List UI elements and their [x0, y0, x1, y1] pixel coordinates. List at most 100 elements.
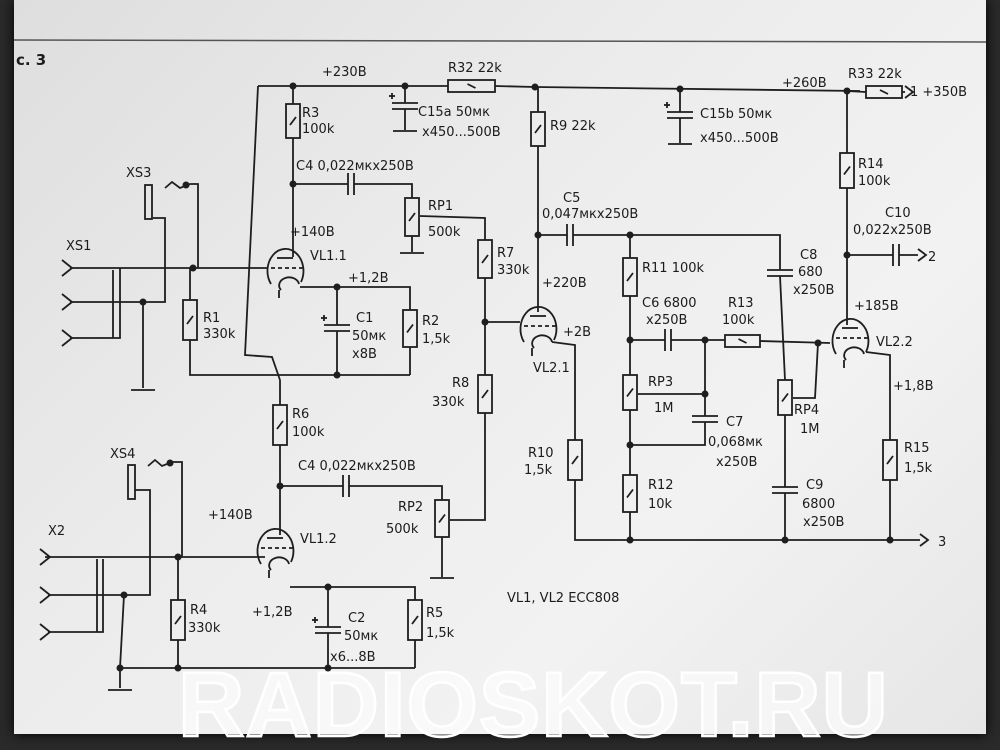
- r8-value: 330k: [432, 395, 465, 410]
- r4-resistor-mark: [174, 615, 182, 625]
- c1-value: 50мк: [352, 329, 386, 344]
- wire: [846, 90, 867, 93]
- r6-value: 100k: [292, 425, 325, 440]
- r11-label: R11 100k: [642, 261, 705, 276]
- r2-label: R2: [422, 314, 439, 329]
- c4a-capacitor: [347, 173, 355, 195]
- rp4-potentiometer: [777, 379, 793, 416]
- c4a-label: C4 0,022мкх250В: [296, 159, 414, 174]
- r6-resistor: [272, 404, 288, 446]
- schematic-paper: [14, 0, 986, 734]
- r10-resistor-mark: [571, 455, 579, 465]
- v12b-label: +1,2В: [252, 605, 293, 620]
- r2-resistor-body: [402, 309, 418, 348]
- r5-resistor-body: [407, 599, 423, 641]
- c8-voltage: x250В: [793, 283, 834, 298]
- v18-label: +1,8В: [893, 379, 934, 394]
- r13-label: R13: [728, 296, 754, 311]
- x2-label: X2: [48, 524, 65, 539]
- r12-resistor-body: [622, 474, 638, 513]
- rp4-potentiometer-mark: [781, 392, 789, 403]
- wire: [419, 215, 486, 240]
- c1-voltage: x8В: [352, 347, 377, 362]
- rp1-potentiometer: [404, 197, 420, 237]
- r6-label: R6: [292, 407, 309, 422]
- c6-value: x250В: [646, 313, 687, 328]
- r5-label: R5: [426, 606, 443, 621]
- rp1-label: RP1: [428, 199, 453, 214]
- r2-resistor-mark: [406, 323, 414, 334]
- c1-label: C1: [356, 311, 373, 326]
- r33-resistor-body: [865, 85, 903, 99]
- c8-value: 680: [798, 265, 823, 280]
- r7-resistor: [477, 239, 493, 279]
- vl2-2-tube: [831, 318, 870, 368]
- output-3-label: 3: [938, 535, 946, 550]
- xs4-jack-body: [127, 464, 136, 500]
- c4b-label: C4 0,022мкх250В: [298, 459, 416, 474]
- wire: [48, 559, 104, 633]
- r3-resistor: [285, 103, 301, 139]
- r7-resistor-mark: [481, 254, 489, 264]
- junction-dot: [886, 536, 894, 544]
- output-3-arrow: [919, 533, 930, 547]
- junction-dot: [166, 459, 174, 467]
- wire: [189, 340, 410, 376]
- wire: [48, 489, 151, 596]
- c2-capacitor: [312, 617, 341, 634]
- r15-label: R15: [904, 441, 930, 456]
- r15-resistor-mark: [886, 455, 894, 465]
- vl1-1-tube: [266, 248, 305, 298]
- r9-resistor: [530, 111, 546, 147]
- rp3-value: 1M: [654, 401, 674, 416]
- r4-label: R4: [190, 603, 207, 618]
- wire: [119, 594, 125, 688]
- rp4-value: 1M: [800, 422, 820, 437]
- r3-value: 100k: [302, 122, 335, 137]
- c1-capacitor: [321, 315, 350, 332]
- r11-resistor-mark: [626, 272, 634, 282]
- wire: [630, 422, 706, 446]
- c9-value: 6800: [802, 497, 835, 512]
- r14-resistor: [839, 152, 855, 189]
- r3-resistor-body: [285, 103, 301, 139]
- r6-resistor-body: [272, 404, 288, 446]
- page-top-edge: [13, 39, 987, 43]
- wires: [45, 82, 920, 688]
- r32-resistor: [447, 79, 496, 93]
- wire: [865, 351, 891, 440]
- rp3-potentiometer-body: [622, 374, 638, 411]
- r32-resistor-mark: [467, 83, 476, 89]
- r3-label: R3: [302, 106, 319, 121]
- r9-resistor-body: [530, 111, 546, 147]
- junction-dot: [182, 181, 190, 189]
- r2-resistor: [402, 309, 418, 348]
- vl2-1-tube: [519, 306, 558, 356]
- vl2-2-tube-envelope: [831, 318, 870, 355]
- r13-resistor-mark: [738, 338, 747, 344]
- c6-capacitor: [664, 329, 672, 351]
- c9-label: C9: [806, 478, 823, 493]
- output-2-arrow: [917, 248, 928, 262]
- c7-label: C7: [726, 415, 743, 430]
- r12-value: 10k: [648, 497, 673, 512]
- figure-label: с. 3: [16, 51, 46, 69]
- r8-resistor-mark: [481, 389, 489, 399]
- r13-value: 100k: [722, 313, 755, 328]
- vl2-2-tube-cathode: [843, 346, 865, 361]
- rp4-potentiometer-body: [777, 379, 793, 416]
- rp3-potentiometer: [622, 374, 638, 411]
- vl11-label: VL1.1: [310, 249, 347, 264]
- rp2-potentiometer-body: [434, 499, 450, 538]
- wire: [147, 458, 183, 557]
- rail-260v-label: +260В: [782, 76, 827, 91]
- r12-label: R12: [648, 478, 674, 493]
- junction-dot: [174, 664, 182, 672]
- c5-label: C5: [563, 191, 580, 206]
- wire: [573, 234, 781, 270]
- tube-type-note: VL1, VL2 ECC808: [507, 591, 619, 606]
- r33-resistor-mark: [879, 89, 889, 95]
- output-1-label: 1 +350В: [910, 85, 967, 100]
- junction-dot: [531, 83, 539, 91]
